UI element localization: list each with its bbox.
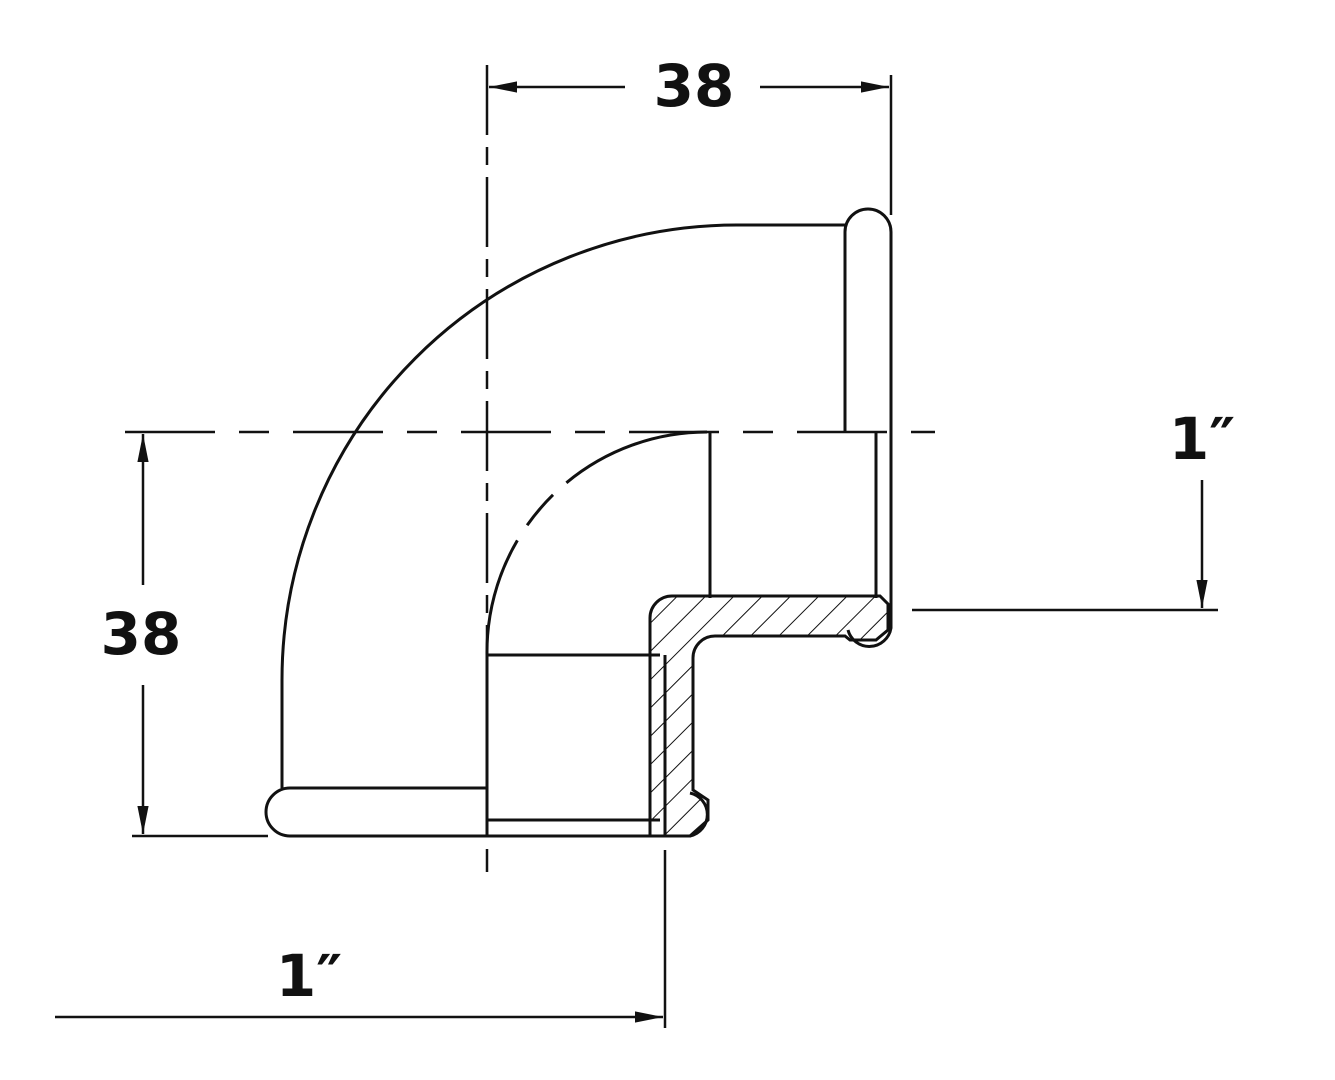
dim-bottom-thread-label: 1″ <box>276 942 342 1010</box>
center-lines <box>125 65 935 872</box>
dim-top-width-label: 38 <box>654 52 735 120</box>
hatched-wall-section <box>648 594 890 838</box>
dim-top-width <box>489 75 893 215</box>
dim-right-thread <box>912 480 1218 612</box>
section-cut <box>648 594 890 838</box>
top-outlet-bead <box>843 207 893 648</box>
dim-left-height <box>132 434 268 838</box>
dim-left-height-label: 38 <box>101 600 182 668</box>
inner-hidden-arc <box>485 430 708 656</box>
dim-right-thread-label: 1″ <box>1169 405 1235 473</box>
elbow-body <box>264 207 893 838</box>
dim-bottom-thread <box>55 850 667 1028</box>
outer-arc <box>280 223 845 788</box>
